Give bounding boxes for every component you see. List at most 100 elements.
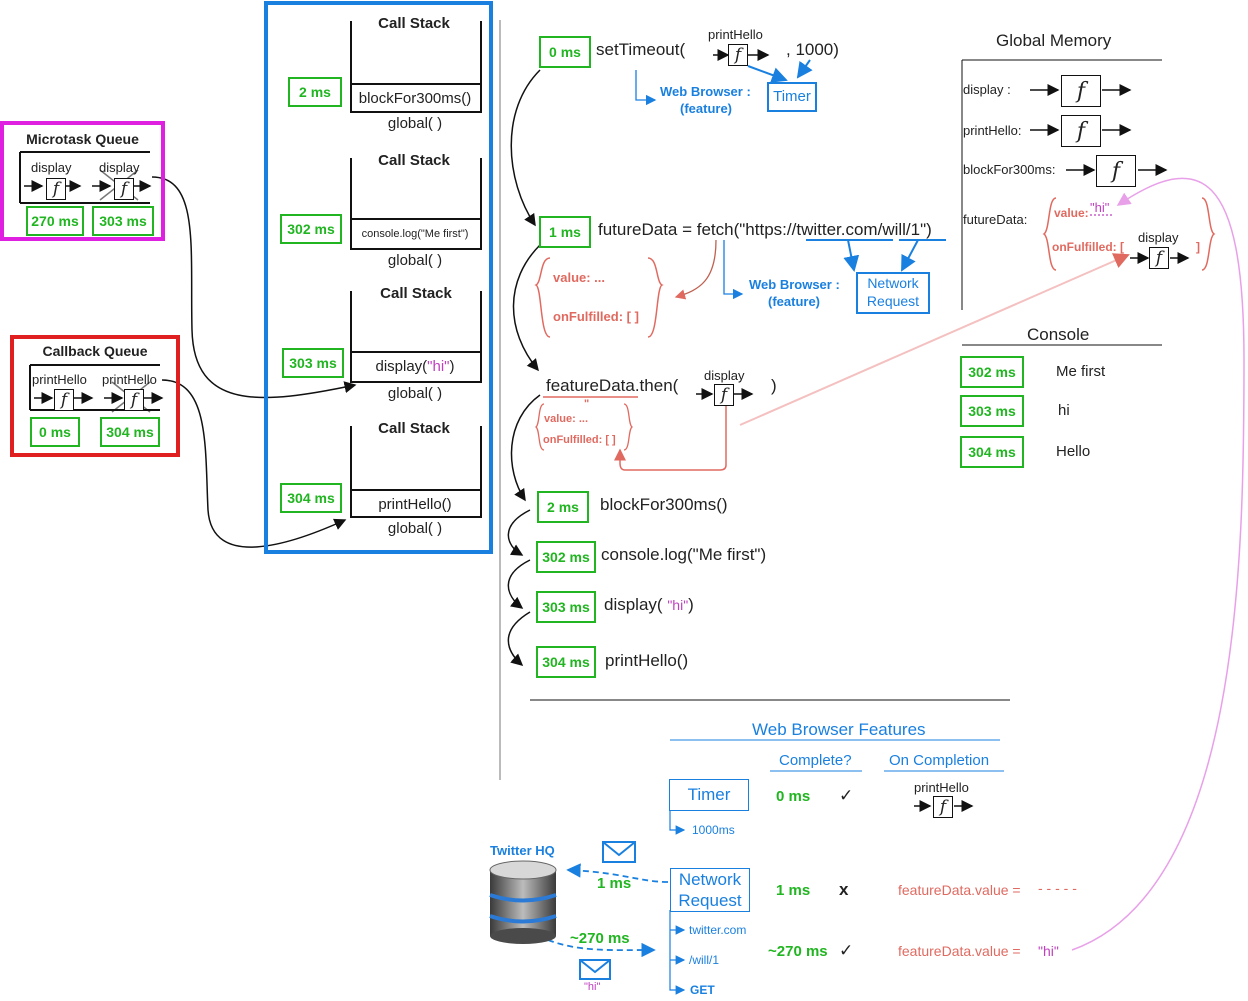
code-line: featureData.then( [546,376,679,395]
promise-value: value: ... [553,270,606,285]
envelope-icon [579,959,611,980]
function-icon: f [714,384,734,406]
network-label-line: Request [678,891,742,910]
time-badge: 0 ms [30,417,80,447]
function-label: printHello [708,27,763,42]
time-badge: 303 ms [92,206,154,236]
completion-value: "hi" [1038,943,1059,959]
stack-item: display("hi") [350,351,480,381]
time-badge: 1 ms [539,216,591,248]
receive-payload: "hi" [584,981,601,993]
stack-base: global( ) [387,115,443,132]
function-icon: f [728,44,748,66]
time-badge: 2 ms [288,77,342,107]
time-badge: 270 ms [26,206,84,236]
timeline-fn: display( [604,595,663,614]
stack-item-fn: display( [375,358,428,375]
time-badge: 302 ms [960,356,1024,388]
function-icon: f [46,178,66,200]
completion-text: featureData.value = [898,882,1021,898]
time-badge: 303 ms [960,395,1024,427]
check-icon: ✓ [839,786,854,805]
fetch-url-host: twitter.com [796,220,878,239]
feature-label: (feature) [768,294,821,309]
memory-item: blockFor300ms: [963,162,1056,177]
function-icon: f [1061,75,1101,107]
time-badge: 304 ms [100,417,160,447]
feature-label: (feature) [680,101,733,116]
console-output: hi [1058,402,1070,419]
code-line: , 1000) [786,40,839,59]
call-stack-title: Call Stack [380,285,452,302]
promise-onfulfilled: onFulfilled: [ ] [553,309,639,324]
stack-base: global( ) [387,252,443,269]
time-badge: 304 ms [536,646,596,678]
time-badge: 0 ms [539,36,591,68]
promise-onfulfilled: onFulfilled: [ ] [543,434,616,446]
call-stack-title: Call Stack [378,15,450,32]
timeline-arg: "hi" [667,597,689,613]
queue-item-label: display [99,160,140,175]
feature-detail: 1000ms [692,823,735,837]
timeline-call: printHello() [605,651,689,670]
stack-base: global( ) [387,520,443,537]
timeline-call: display( "hi") [604,595,694,615]
time-badge: 302 ms [280,214,342,244]
time-badge: 304 ms [280,483,342,513]
network-label-line: Network [867,275,919,291]
console-title: Console [1027,325,1090,344]
code-line: setTimeout( [596,40,686,59]
stack-base: global( ) [387,385,443,402]
memory-item: futureData: [963,212,1028,227]
receive-time: ~270 ms [570,930,630,947]
col-header-on-completion: On Completion [889,752,990,769]
feature-detail: /will/1 [689,953,720,967]
features-title: Web Browser Features [752,720,926,739]
function-label: printHello [914,780,969,795]
queue-item-label: printHello [32,372,87,387]
function-icon: f [54,389,74,411]
promise-value: value: ... [544,413,589,425]
time-badge: 303 ms [536,591,596,623]
completion-value: - - - - - [1038,880,1077,896]
function-icon: f [124,389,144,411]
send-time: 1 ms [597,875,632,892]
stack-item-close: ) [449,358,455,375]
web-browser-label: Web Browser : [749,277,840,292]
call-stack-frame [350,426,482,518]
time-badge: 2 ms [537,491,589,523]
function-label: display [1138,230,1179,245]
function-icon: f [1096,155,1136,187]
feature-time: ~270 ms [768,943,828,960]
fetch-prefix: futureData = fetch("https:// [598,220,797,239]
global-memory-title: Global Memory [996,31,1112,50]
function-icon: f [933,796,953,818]
function-icon: f [1149,247,1169,269]
call-stack-frame [350,21,482,113]
memory-close: ] [1196,240,1200,254]
microtask-queue: Microtask Queue display display f f 270 … [0,121,165,241]
timeline-call: blockFor300ms() [600,495,728,514]
server-label: Twitter HQ [490,843,555,858]
col-header-complete: Complete? [779,752,852,769]
time-badge: 302 ms [536,541,596,573]
function-label: display [704,368,745,383]
network-request-box: Network Request [856,272,930,314]
stack-item: console.log("Me first") [350,218,480,248]
code-line: ) [771,376,777,395]
callback-queue: Callback Queue printHello printHello f f… [10,335,180,457]
stack-item-arg: "hi" [427,358,450,375]
envelope-icon [602,841,636,863]
stack-item: blockFor300ms() [350,83,480,111]
feature-detail: GET [690,983,715,997]
time-badge: 303 ms [282,348,344,378]
memory-value-hi: "hi" [1090,200,1110,215]
console-output: Hello [1056,443,1091,460]
check-icon: ✓ [839,941,854,960]
memory-onfulfilled: onFulfilled: [ [1052,240,1124,254]
call-stack-frame [350,158,482,250]
call-stack-frame [350,291,482,383]
stack-item: printHello() [350,489,480,519]
queue-item-label: display [31,160,72,175]
